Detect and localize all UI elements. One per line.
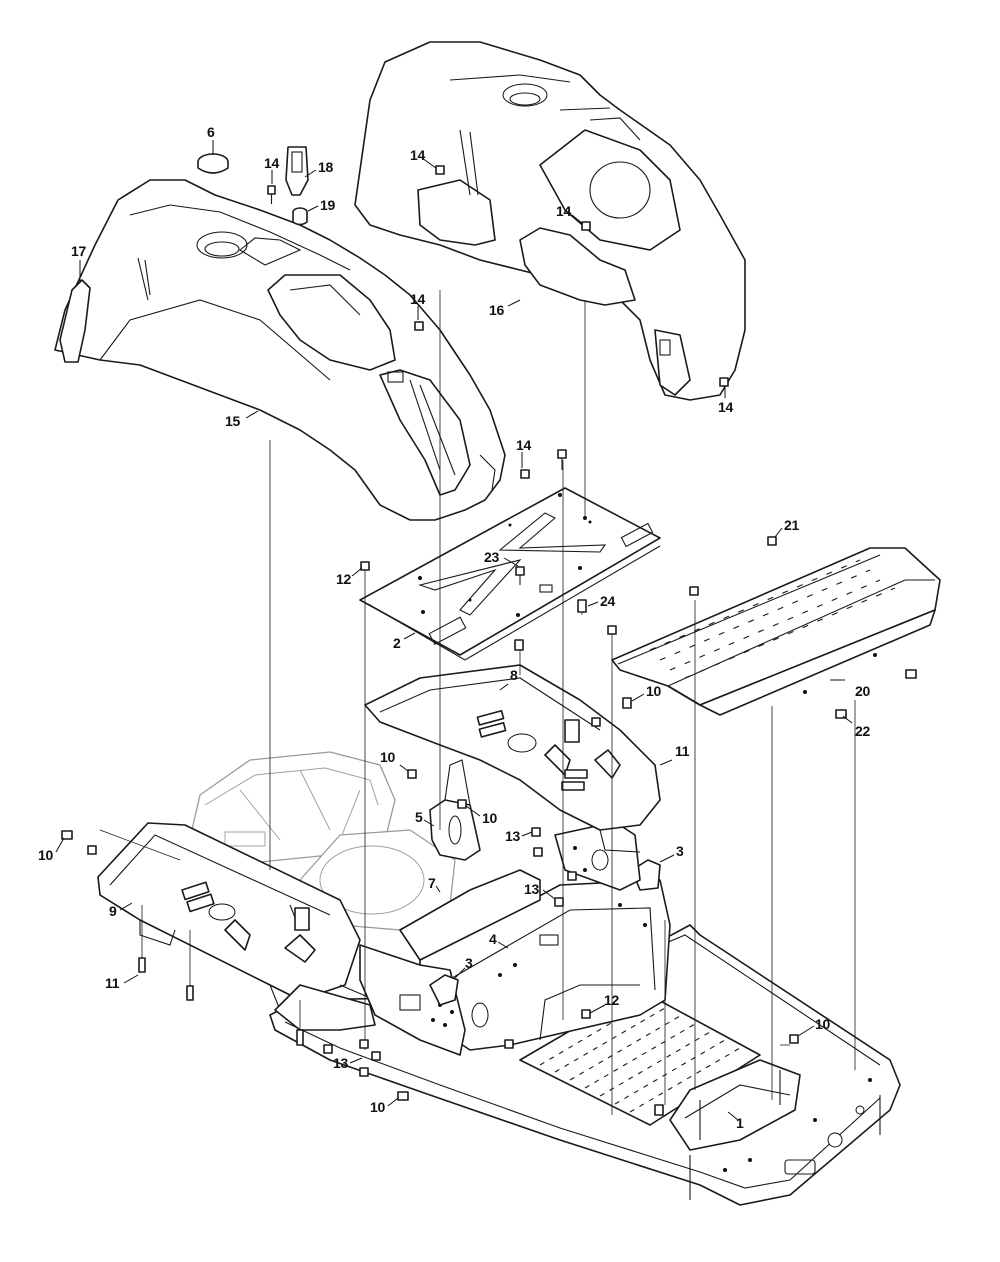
bolt-icon <box>359 1039 369 1049</box>
callout-12: 12 <box>336 571 351 587</box>
seat-plate-part-2 <box>359 487 661 661</box>
bolt-icon <box>414 321 424 331</box>
bolt-icon <box>323 1044 333 1054</box>
callout-12: 12 <box>604 992 619 1008</box>
callout-10: 10 <box>482 810 497 826</box>
bolt-icon <box>654 1104 664 1116</box>
bolt-icon <box>504 1039 514 1049</box>
callout-11: 11 <box>105 975 120 991</box>
callout-5: 5 <box>415 809 423 825</box>
trim-piece-part-17 <box>59 279 91 363</box>
callout-10: 10 <box>370 1099 385 1115</box>
bolt-icon <box>267 185 276 204</box>
bolt-icon <box>581 221 591 231</box>
callout-4: 4 <box>489 931 497 947</box>
fuel-cap-part-6 <box>197 153 229 174</box>
callout-8: 8 <box>510 667 518 683</box>
bolt-icon <box>457 799 467 809</box>
bracket-part-3 <box>429 859 661 1006</box>
bolt-icon <box>719 377 729 387</box>
callout-3: 3 <box>465 955 473 971</box>
bolt-icon <box>557 449 567 470</box>
bolt-icon <box>520 469 530 479</box>
latch-part-18 <box>285 146 309 196</box>
callout-10: 10 <box>38 847 53 863</box>
callout-11: 11 <box>675 743 690 759</box>
callout-leaders <box>55 140 853 1121</box>
bolt-icon <box>360 561 370 571</box>
rear-fender-part-15 <box>54 179 506 521</box>
step-plate-part-20 <box>611 547 941 716</box>
left-footrest-part-9 <box>97 822 376 1021</box>
callout-labels: 6 14 18 19 17 14 15 14 14 14 16 14 21 23… <box>38 124 871 1131</box>
bolt-icon <box>359 1067 369 1077</box>
bolt-icon <box>407 769 417 779</box>
callout-24: 24 <box>600 593 615 609</box>
callout-17: 17 <box>71 243 86 259</box>
bolt-icon <box>371 1051 381 1061</box>
bolt-icon <box>61 830 73 840</box>
callout-13: 13 <box>505 828 520 844</box>
callout-23: 23 <box>484 549 499 565</box>
bolt-icon <box>87 845 97 855</box>
callout-6: 6 <box>207 124 215 140</box>
callout-13: 13 <box>333 1055 348 1071</box>
bolt-icon <box>905 669 917 679</box>
callout-19: 19 <box>320 197 335 213</box>
callout-14: 14 <box>410 147 425 163</box>
callout-14: 14 <box>718 399 733 415</box>
callout-10: 10 <box>380 749 395 765</box>
callout-22: 22 <box>855 723 870 739</box>
bolt-icon <box>607 625 617 635</box>
callout-9: 9 <box>109 903 117 919</box>
bolt-icon <box>515 566 525 585</box>
step-plate-slots <box>649 559 896 679</box>
callout-14: 14 <box>516 437 531 453</box>
callout-18: 18 <box>318 159 333 175</box>
bolt-icon <box>554 897 564 907</box>
bolt-icon <box>138 957 146 973</box>
bolt-icon <box>622 697 632 709</box>
callout-16: 16 <box>489 302 504 318</box>
bolt-icon <box>789 1034 799 1044</box>
callout-15: 15 <box>225 413 240 429</box>
callout-14: 14 <box>410 291 425 307</box>
bolt-icon <box>581 1009 591 1019</box>
bolt-icon <box>186 985 194 1001</box>
bolt-icon <box>577 599 587 613</box>
bolt-icon <box>435 165 445 175</box>
callout-2: 2 <box>393 635 401 651</box>
callout-10: 10 <box>646 683 661 699</box>
callout-10: 10 <box>815 1016 830 1032</box>
assembly-guide-lines <box>99 290 856 1115</box>
callout-20: 20 <box>855 683 870 699</box>
callout-14: 14 <box>556 203 571 219</box>
bolt-icon <box>689 586 699 596</box>
bolt-icon <box>514 639 524 651</box>
bolt-icon <box>591 717 601 727</box>
callout-3: 3 <box>676 843 684 859</box>
mount-bracket-part-5 <box>429 759 481 861</box>
bolt-icon <box>296 1029 304 1046</box>
right-footrest-part-8 <box>364 664 661 853</box>
bolt-icon <box>567 871 577 881</box>
callout-1: 1 <box>736 1115 744 1131</box>
callout-14: 14 <box>264 155 279 171</box>
bolt-icon <box>767 536 777 546</box>
callout-13: 13 <box>524 881 539 897</box>
bolt-icon <box>397 1091 409 1101</box>
callout-21: 21 <box>784 517 799 533</box>
rear-fender-part-16 <box>354 41 746 401</box>
bolt-icon <box>533 847 543 857</box>
callout-7: 7 <box>428 875 436 891</box>
knob-part-19 <box>292 207 308 226</box>
bolt-icon <box>531 827 541 837</box>
